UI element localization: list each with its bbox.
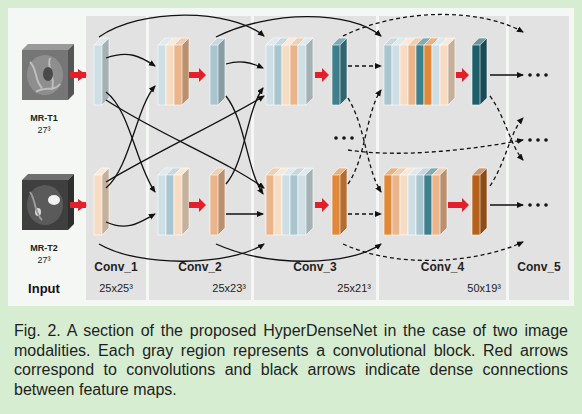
mr-t2-image (22, 174, 74, 230)
convolution-arrow (70, 72, 86, 78)
block-name: Conv_3 (254, 260, 376, 274)
input-image: MR-T227³ (18, 170, 70, 275)
conv-block: Conv_1 25x25³ (86, 16, 146, 300)
mr-t1-image (22, 44, 74, 100)
block-name: MR-T2 (18, 242, 70, 254)
block-name: MR-T1 (18, 112, 70, 124)
input-label: Input (18, 281, 70, 296)
conv-block: Conv_2 25x23³ (149, 16, 251, 300)
convolution-arrow (70, 202, 86, 208)
block-name: Conv_4 (379, 260, 506, 274)
block-size: 27³ (18, 124, 70, 136)
block-name: Conv_2 (149, 260, 251, 274)
block-size: 25x21³ (337, 282, 371, 294)
conv-block: Conv_5 (509, 16, 569, 300)
figure-caption: Fig. 2. A section of the proposed HyperD… (14, 321, 568, 399)
block-size: 25x23³ (212, 282, 246, 294)
block-size: 25x25³ (86, 282, 146, 294)
block-name: Conv_5 (509, 260, 569, 274)
block-name: Conv_1 (86, 260, 146, 274)
input-image: MR-T127³ (18, 40, 70, 145)
block-size: 50x19³ (467, 282, 501, 294)
conv-block: Conv_3 25x21³ (254, 16, 376, 300)
conv-block: Conv_4 50x19³ (379, 16, 506, 300)
block-size: 27³ (18, 254, 70, 266)
